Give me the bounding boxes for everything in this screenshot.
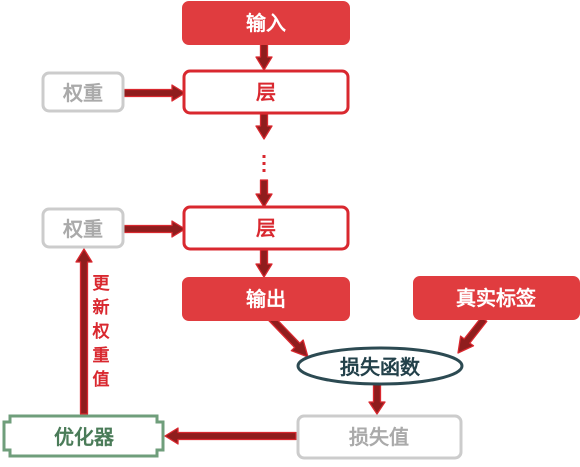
update-weights-char: 值 [93, 369, 110, 390]
optimizer-node: 优化器 [2, 414, 165, 458]
layer-node-bottom: 层 [182, 205, 350, 251]
arrow-labels-to-loss-function [457, 316, 488, 354]
layer-node-top: 层 [182, 69, 350, 115]
weights-label-bottom: 权重 [62, 217, 103, 241]
weights-node-bottom: 权重 [41, 207, 125, 249]
update-weights-char: 重 [93, 345, 110, 366]
loss-value-node: 损失值 [296, 414, 463, 460]
layer-label-bottom: 层 [256, 216, 276, 240]
arrow-ellipsis-to-layer [255, 179, 273, 208]
output-node: 输出 [182, 277, 350, 321]
true-labels-node: 真实标签 [413, 276, 580, 320]
loss-function-node: 损失函数 [296, 346, 464, 386]
arrow-layer-to-output [255, 249, 273, 278]
arrow-layer-to-ellipsis [255, 113, 273, 140]
weights-node-top: 权重 [41, 71, 125, 113]
arrow-input-to-layer [255, 43, 273, 71]
true-labels-label: 真实标签 [456, 286, 537, 310]
input-label: 输入 [246, 11, 286, 35]
arrow-weights-to-layer-top [122, 84, 186, 102]
output-label: 输出 [246, 287, 286, 311]
update-weights-char: 权 [92, 321, 111, 342]
loss-value-label: 损失值 [349, 425, 409, 449]
input-node: 输入 [182, 1, 350, 45]
update-weights-char: 新 [93, 297, 110, 318]
arrow-loss-value-to-optimizer [164, 427, 297, 445]
layer-label-top: 层 [256, 80, 276, 104]
loss-function-label: 损失函数 [340, 355, 421, 379]
arrow-loss-function-to-loss-value [368, 383, 386, 415]
update-weights-label: 更 新 权 重 值 [92, 274, 111, 390]
arrow-weights-to-layer-bottom [122, 220, 186, 238]
arrow-optimizer-to-weights [75, 248, 93, 415]
arrows [75, 43, 488, 445]
ellipsis-icon [262, 155, 266, 172]
optimizer-label: 优化器 [54, 425, 115, 449]
update-weights-char: 更 [93, 274, 111, 294]
weights-label-top: 权重 [62, 81, 103, 105]
